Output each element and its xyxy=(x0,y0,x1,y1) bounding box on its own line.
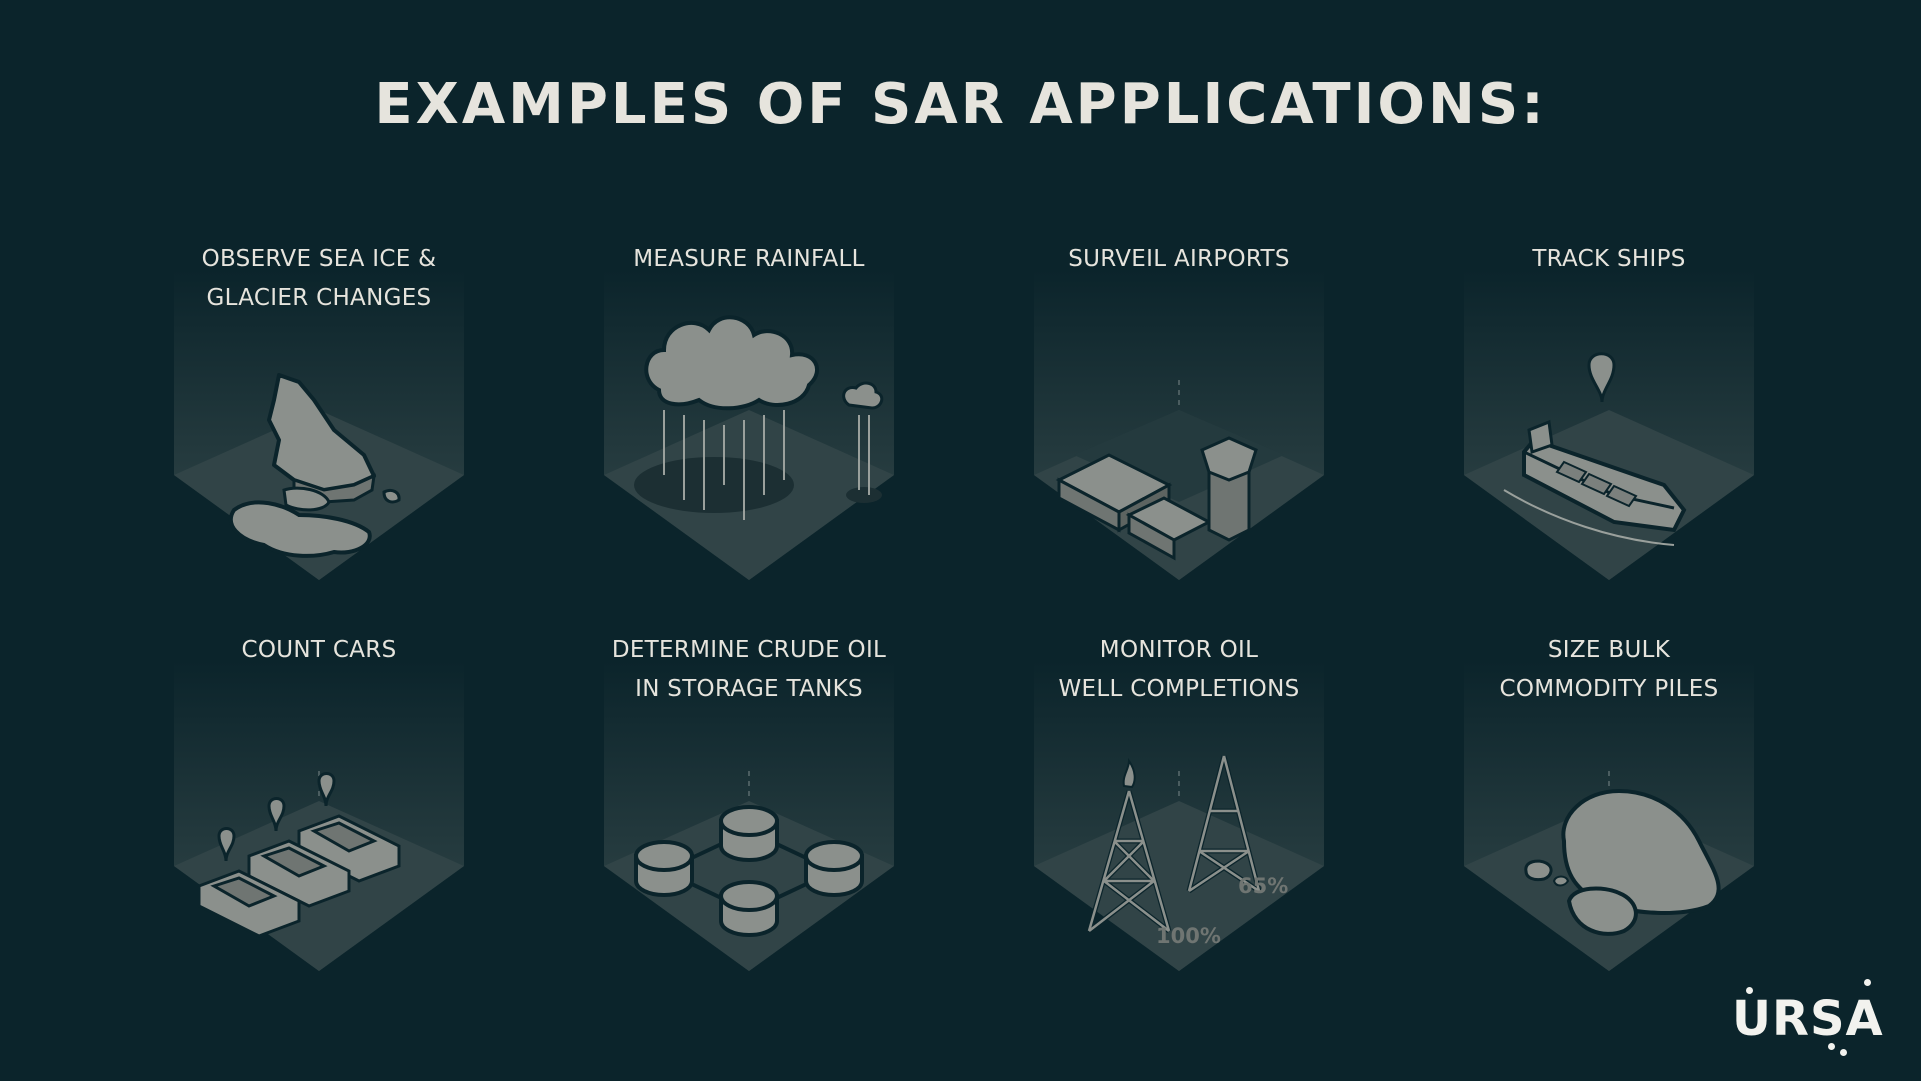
oil-wells-icon: 65% 100% xyxy=(1034,661,1324,971)
commodity-pile-icon xyxy=(1464,661,1754,971)
card-label: SIZE BULK COMMODITY PILES xyxy=(1499,637,1719,702)
card-rainfall: MEASURE RAINFALL xyxy=(604,240,894,640)
card-sea-ice: OBSERVE SEA ICE & GLACIER CHANGES xyxy=(174,240,464,640)
card-ships: TRACK SHIPS xyxy=(1464,240,1754,640)
card-oil-wells: 65% 100% MONITOR OIL WELL COMPLETIONS xyxy=(1034,631,1324,1031)
logo-dot xyxy=(1840,1049,1847,1056)
card-label: SURVEIL AIRPORTS xyxy=(1068,246,1290,272)
card-cars: COUNT CARS xyxy=(174,631,464,1031)
page-title: EXAMPLES OF SAR APPLICATIONS: xyxy=(374,72,1547,137)
card-storage-tanks: DETERMINE CRUDE OIL IN STORAGE TANKS xyxy=(604,631,894,1031)
logo-text: URSA xyxy=(1732,991,1884,1047)
card-label: OBSERVE SEA ICE & GLACIER CHANGES xyxy=(201,246,437,311)
logo-dot xyxy=(1746,987,1753,994)
storage-tanks-icon xyxy=(604,661,894,971)
card-label: DETERMINE CRUDE OIL IN STORAGE TANKS xyxy=(611,637,887,702)
logo-dot xyxy=(1864,979,1871,986)
logo-dot xyxy=(1828,1043,1835,1050)
rain-cloud-icon xyxy=(604,270,894,580)
card-label: COUNT CARS xyxy=(241,637,397,663)
card-commodity-piles: SIZE BULK COMMODITY PILES xyxy=(1464,631,1754,1031)
well-percent-100: 100% xyxy=(1156,924,1221,948)
well-percent-65: 65% xyxy=(1238,874,1288,898)
card-label: TRACK SHIPS xyxy=(1532,246,1686,272)
ship-icon xyxy=(1464,270,1754,580)
ursa-logo: URSA xyxy=(1732,979,1884,1056)
airport-tower-icon xyxy=(1034,270,1324,580)
cars-icon xyxy=(174,661,464,971)
card-label: MEASURE RAINFALL xyxy=(633,246,865,272)
sea-ice-glacier-icon xyxy=(174,270,464,580)
card-airports: SURVEIL AIRPORTS xyxy=(1034,240,1324,640)
card-label: MONITOR OIL WELL COMPLETIONS xyxy=(1058,637,1300,702)
